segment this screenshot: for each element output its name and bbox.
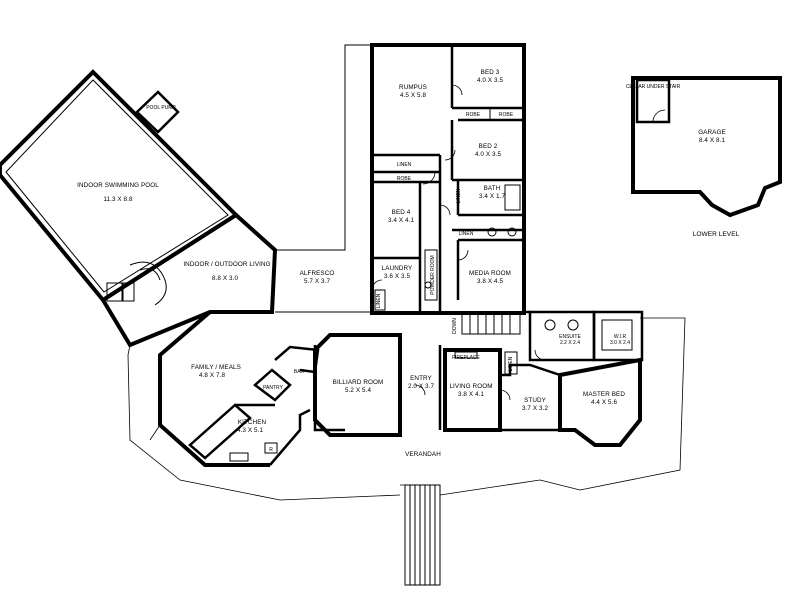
size-garage: 8.4 X 8.1: [699, 137, 726, 144]
size-bath: 3.4 X 1.7: [479, 193, 506, 200]
label-bed4: BED 4: [392, 209, 411, 216]
label-powder-room: POWDER ROOM: [430, 255, 436, 294]
size-wir: 3.0 X 2.4: [610, 340, 630, 346]
size-master-bed: 4.4 X 5.6: [591, 399, 618, 406]
bedroom-wing: [370, 43, 526, 315]
label-laundry: LAUNDRY: [382, 265, 413, 272]
label-linen-a: LINEN: [397, 162, 412, 168]
size-ensuite: 2.2 X 2.4: [560, 340, 580, 346]
size-family-meals: 4.8 X 7.8: [199, 372, 226, 379]
label-bed3: BED 3: [481, 69, 500, 76]
size-kitchen: 4.3 X 5.1: [237, 427, 264, 434]
label-ensuite: ENSUITE: [559, 334, 581, 340]
size-indoor-swimming-pool: 11.3 X 8.8: [103, 196, 133, 203]
label-robe-c: ROBE: [397, 176, 412, 182]
size-living-room: 3.8 X 4.1: [458, 391, 485, 398]
size-media-room: 3.8 X 4.5: [477, 278, 504, 285]
label-linen-b: LINEN: [456, 188, 462, 203]
label-entry: ENTRY: [410, 375, 432, 382]
size-billiard-room: 5.2 X 5.4: [345, 387, 372, 394]
label-alfresco: ALFRESCO: [300, 270, 335, 277]
label-linen-d: LINEN: [376, 293, 382, 308]
label-robe-a: ROBE: [466, 112, 481, 118]
size-bed3: 4.0 X 3.5: [477, 77, 504, 84]
label-study: STUDY: [524, 397, 547, 404]
label-fridge: R: [269, 447, 273, 453]
label-family-meals: FAMILY / MEALS: [191, 364, 241, 371]
label-cellar: CELLAR UNDER STAIR: [626, 84, 681, 90]
label-bath: BATH: [484, 185, 501, 192]
label-wir: W.I.R: [614, 334, 627, 340]
size-bed2: 4.0 X 3.5: [475, 151, 502, 158]
label-linen-e: LINEN: [508, 356, 514, 371]
label-bed2: BED 2: [479, 143, 498, 150]
size-rumpus: 4.5 X 5.8: [400, 92, 427, 99]
size-bed4: 3.4 X 4.1: [388, 217, 415, 224]
label-indoor-outdoor-living: INDOOR / OUTDOOR LIVING: [183, 261, 270, 268]
label-billiard-room: BILLIARD ROOM: [333, 379, 384, 386]
pool-wing: [0, 69, 278, 348]
size-indoor-outdoor-living: 8.8 X 3.0: [212, 275, 239, 282]
label-living-room: LIVING ROOM: [449, 383, 492, 390]
label-kitchen: KITCHEN: [238, 419, 267, 426]
label-verandah: VERANDAH: [405, 451, 441, 458]
size-entry: 2.0 X 3.7: [408, 383, 435, 390]
label-indoor-swimming-pool: INDOOR SWIMMING POOL: [77, 182, 159, 189]
label-rumpus: RUMPUS: [399, 84, 427, 91]
label-pool-pump: POOL PUMP: [146, 105, 176, 111]
label-lower-level: LOWER LEVEL: [693, 231, 740, 238]
label-media-room: MEDIA ROOM: [469, 270, 511, 277]
label-down: DOWN: [452, 318, 458, 334]
size-laundry: 3.6 X 3.5: [384, 273, 411, 280]
label-garage: GARAGE: [698, 129, 726, 136]
front-stairs: [404, 484, 441, 586]
label-pantry: PANTRY: [263, 385, 283, 391]
label-linen-c: LINEN: [459, 231, 474, 237]
label-master-bed: MASTER BED: [583, 391, 625, 398]
label-fireplace: FIREPLACE: [452, 355, 480, 361]
stairs-down: [461, 311, 521, 335]
size-alfresco: 5.7 X 3.7: [304, 278, 331, 285]
label-robe-b: ROBE: [499, 112, 514, 118]
size-study: 3.7 X 3.2: [522, 405, 549, 412]
garage: [631, 76, 782, 218]
label-bar: BAR: [294, 369, 305, 375]
